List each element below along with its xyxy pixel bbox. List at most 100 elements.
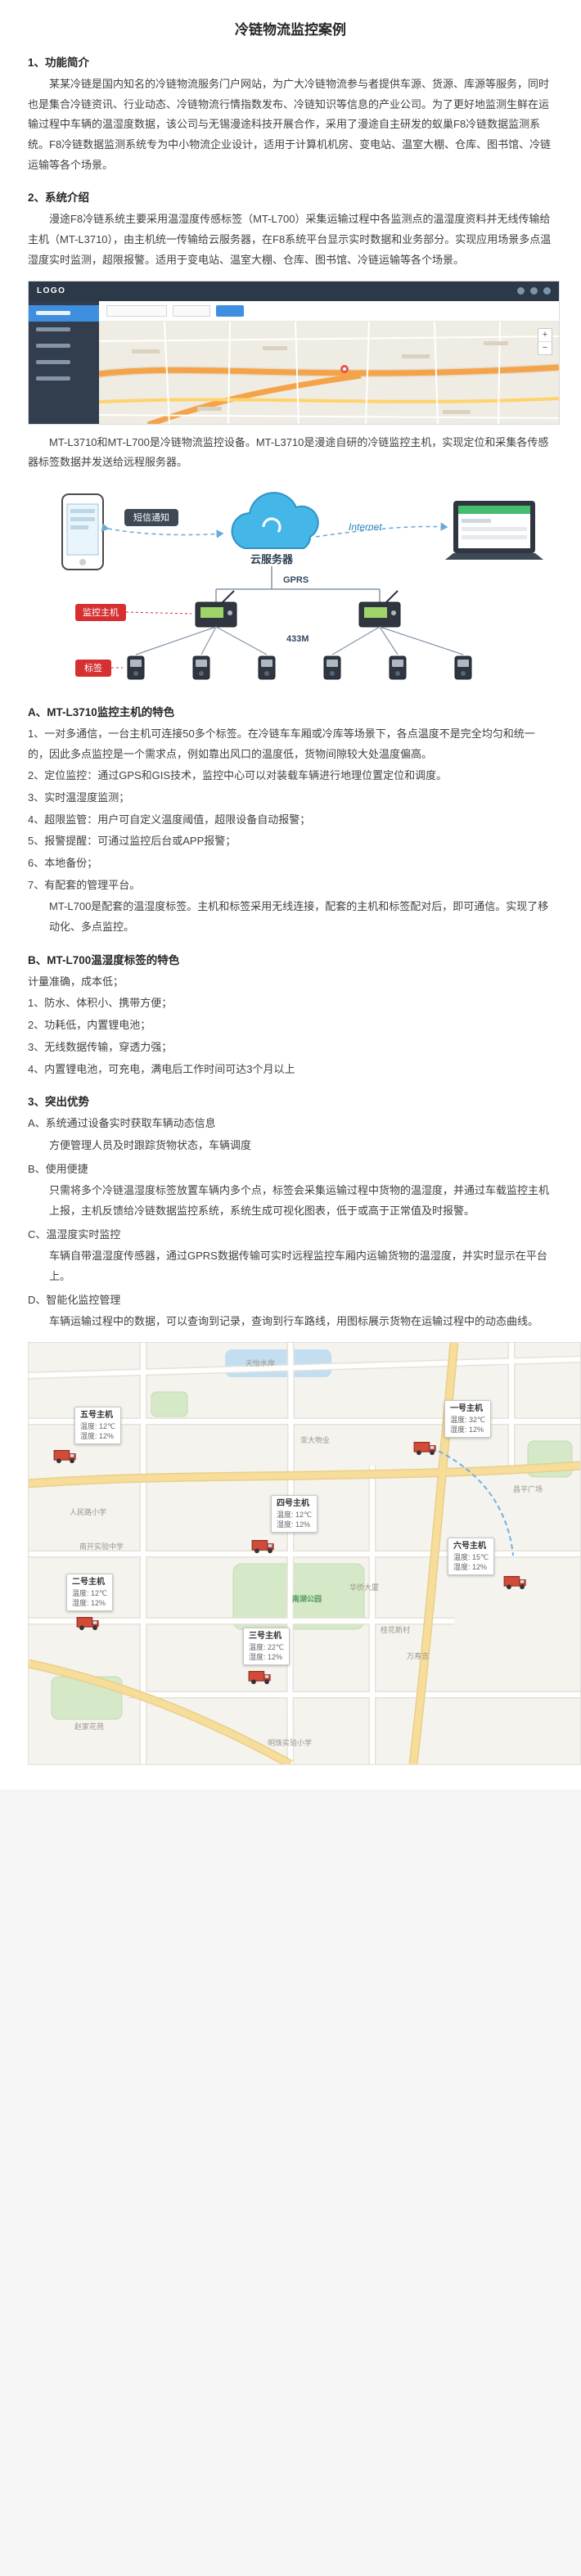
sidebar-item-devices[interactable] xyxy=(29,322,99,338)
host-card[interactable]: 一号主机 温度: 32℃ 湿度: 12% xyxy=(444,1400,492,1438)
advantage-body: 车辆自带温湿度传感器，通过GPRS数据传输可实时远程监控车厢内运输货物的温湿度，… xyxy=(49,1250,547,1282)
phone-cloud-link xyxy=(101,523,224,538)
architecture-diagram: 短信通知 云服务器 Internet GPRS xyxy=(28,480,560,690)
dashboard-sidebar xyxy=(29,300,99,424)
message-icon[interactable] xyxy=(530,287,538,295)
dashboard-navbar: LOGO xyxy=(29,281,559,301)
sidebar-item-alarms[interactable] xyxy=(29,338,99,354)
feature-item: 4、内置锂电池，可充电，满电后工作时间可达3个月以上 xyxy=(28,1062,295,1075)
section1-heading: 1、功能简介 xyxy=(28,56,90,69)
host-card[interactable]: 四号主机 温度: 12℃ 湿度: 12% xyxy=(271,1495,318,1533)
host-name: 一号主机 xyxy=(450,1404,483,1414)
sidebar-item-bar xyxy=(36,360,71,364)
map-streets xyxy=(99,321,559,424)
route-line xyxy=(430,1447,514,1556)
host-card[interactable]: 三号主机 温度: 22℃ 湿度: 12% xyxy=(243,1628,290,1665)
feature-item: 6、本地备份； xyxy=(28,857,98,869)
advantage-body: 方便管理人员及时跟踪货物状态，车辆调度 xyxy=(49,1138,252,1151)
svg-text:人民路小学: 人民路小学 xyxy=(70,1507,106,1516)
bell-icon[interactable] xyxy=(517,287,525,295)
band-label: 433M xyxy=(286,634,309,644)
monitor-host-badge: 监控主机 xyxy=(75,603,126,621)
host-name: 五号主机 xyxy=(80,1411,113,1421)
cloud-server-icon xyxy=(231,492,319,549)
section2-body: 漫途F8冷链系统主要采用温湿度传感标签（MT-L700）采集运输过程中各监测点的… xyxy=(28,213,552,266)
host-humidity: 湿度: 12% xyxy=(249,1652,283,1661)
svg-text:天怡水岸: 天怡水岸 xyxy=(245,1358,275,1367)
dashboard-toolbar xyxy=(99,300,559,322)
host-temp: 温度: 22℃ xyxy=(249,1642,285,1651)
search-button[interactable] xyxy=(216,304,244,317)
diagram-canvas: 短信通知 云服务器 Internet GPRS xyxy=(61,492,543,680)
sensor-tag-icon xyxy=(454,655,472,680)
sidebar-item-bar xyxy=(36,376,71,381)
fleet-map[interactable]: 天怡水岸 昌平广场 亚大物业 人民路小学 南开实验中学 南湖公园 华侨大厦 万寿… xyxy=(28,1342,581,1766)
section2-heading: 2、系统介绍 xyxy=(28,191,90,205)
sensor-tag-icon xyxy=(389,655,407,680)
host-humidity: 湿度: 12% xyxy=(80,1431,115,1440)
page-title: 冷链物流监控案例 xyxy=(235,22,346,38)
sectionB-heading: B、MT-L700温湿度标签的特色 xyxy=(28,953,180,966)
dashboard-main: + − xyxy=(99,300,559,424)
host-card[interactable]: 二号主机 温度: 12℃ 湿度: 12% xyxy=(66,1574,114,1611)
feature-item: 4、超限监管：用户可自定义温度阈值，超限设备自动报警； xyxy=(28,813,311,826)
host-card[interactable]: 六号主机 温度: 15℃ 湿度: 12% xyxy=(448,1538,495,1575)
sidebar-item-monitor[interactable] xyxy=(29,304,99,322)
feature-item: 7、有配套的管理平台。 xyxy=(28,878,141,891)
host-temp: 温度: 15℃ xyxy=(453,1552,489,1561)
water-area xyxy=(225,1349,331,1378)
host-temp: 温度: 12℃ xyxy=(72,1588,108,1597)
zoom-out-button[interactable]: − xyxy=(542,342,548,353)
internet-label: Internet xyxy=(349,521,382,533)
cloud-laptop-link xyxy=(315,522,448,538)
feature-item: 3、实时温湿度监测； xyxy=(28,790,130,804)
monitor-host-icon xyxy=(358,590,401,628)
device-caption: MT-L3710和MT-L700是冷链物流监控设备。MT-L3710是漫途自研的… xyxy=(28,435,549,469)
svg-text:明珠实验小学: 明珠实验小学 xyxy=(268,1738,312,1747)
sectionB-intro: 计量准确，成本低； xyxy=(28,975,124,988)
dashboard-screenshot: LOGO xyxy=(28,280,560,425)
filter-input[interactable] xyxy=(106,304,167,317)
sensor-tag-icon xyxy=(127,655,145,680)
advantage-label: C、温湿度实时监控 xyxy=(28,1227,121,1241)
article-page: 冷链物流监控案例 1、功能简介 某某冷链是国内知名的冷链物流服务门户网站，为广大… xyxy=(28,22,581,1766)
host-humidity: 湿度: 12% xyxy=(72,1598,106,1607)
host-humidity: 湿度: 12% xyxy=(450,1425,484,1434)
host-name: 三号主机 xyxy=(249,1632,281,1642)
svg-text:赵家花苑: 赵家花苑 xyxy=(74,1722,104,1731)
host-temp: 温度: 32℃ xyxy=(450,1415,486,1424)
sidebar-item-reports[interactable] xyxy=(29,354,99,371)
svg-text:华侨大厦: 华侨大厦 xyxy=(349,1583,379,1592)
monitor-host-icon xyxy=(195,590,237,628)
place-labels: 天怡水岸 昌平广场 亚大物业 人民路小学 南开实验中学 南湖公园 华侨大厦 万寿… xyxy=(70,1358,543,1747)
sidebar-item-settings[interactable] xyxy=(29,371,99,387)
dashboard-body: + − xyxy=(29,300,559,424)
dashboard-logo: LOGO xyxy=(37,286,66,295)
user-avatar-icon[interactable] xyxy=(543,287,551,295)
host-temp: 温度: 12℃ xyxy=(80,1421,116,1430)
sidebar-item-bar xyxy=(36,327,71,331)
feature-item: 2、功耗低，内置锂电池； xyxy=(28,1019,151,1032)
gprs-label: GPRS xyxy=(283,575,309,585)
host-name: 六号主机 xyxy=(453,1542,486,1551)
sectionA-heading: A、MT-L3710监控主机的特色 xyxy=(28,705,175,718)
host-humidity: 湿度: 12% xyxy=(277,1520,311,1529)
svg-text:南开实验中学: 南开实验中学 xyxy=(79,1542,124,1551)
host-name: 二号主机 xyxy=(72,1578,105,1587)
sectionA-footer: MT-L700是配套的温湿度标签。主机和标签采用无线连接，配套的主机和标签配对后… xyxy=(49,900,549,934)
dashboard-map[interactable]: + − xyxy=(99,321,559,424)
advantage-body: 车辆运输过程中的数据，可以查询到记录，查询到行车路线，用图标展示货物在运输过程中… xyxy=(49,1315,539,1328)
feature-item: 1、防水、体积小、携带方便； xyxy=(28,997,173,1010)
section1-body: 某某冷链是国内知名的冷链物流服务门户网站，为广大冷链物流参与者提供车源、货源、库… xyxy=(28,78,552,171)
sidebar-item-bar xyxy=(36,344,71,348)
zoom-in-button[interactable]: + xyxy=(538,329,552,342)
advantage-body: 只需将多个冷链温湿度标签放置车辆内多个点，标签会采集运输过程中货物的温湿度，并通… xyxy=(49,1184,550,1217)
date-input[interactable] xyxy=(173,304,210,317)
map-zoom-control: + − xyxy=(538,327,552,355)
cloud-server-label: 云服务器 xyxy=(250,553,294,565)
sidebar-item-bar xyxy=(36,311,71,315)
host-card[interactable]: 五号主机 温度: 12℃ 湿度: 12% xyxy=(74,1407,122,1444)
advantage-label: D、智能化监控管理 xyxy=(28,1293,121,1306)
svg-text:监控主机: 监控主机 xyxy=(83,606,119,618)
map-marker-icon[interactable] xyxy=(340,364,349,373)
